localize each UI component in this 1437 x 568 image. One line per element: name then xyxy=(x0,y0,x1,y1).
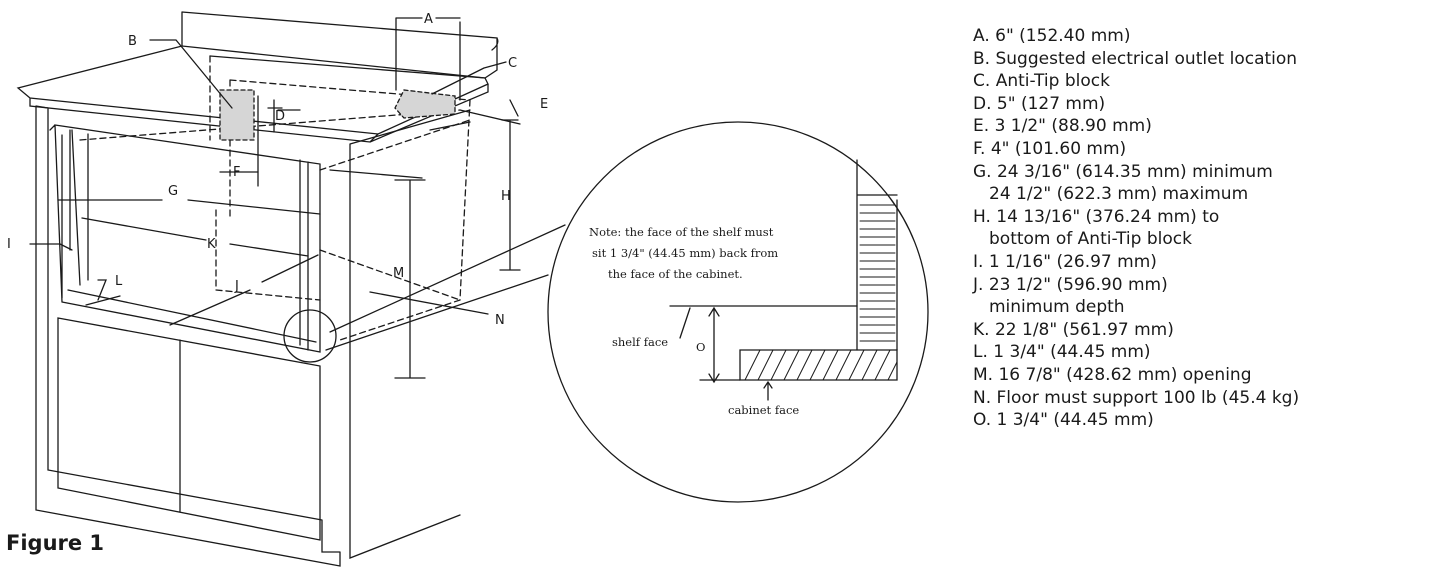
legend-item-h-cont: bottom of Anti-Tip block xyxy=(989,229,1192,250)
legend-item-f: F. 4" (101.60 mm) xyxy=(973,138,1127,159)
callout-i: I xyxy=(7,237,11,252)
hidden-lines xyxy=(79,55,471,341)
legend-item-h: H. 14 13/16" (376.24 mm) to xyxy=(973,206,1220,227)
callout-g: G xyxy=(168,184,178,199)
detail-ring xyxy=(283,309,337,363)
detail-text: Note: the face of the shelf must sit 1 3… xyxy=(589,225,799,417)
wall-hatch xyxy=(859,204,896,342)
legend-item-j-cont: minimum depth xyxy=(989,297,1125,318)
note-line-1: Note: the face of the shelf must xyxy=(589,225,774,239)
installation-diagram: A B C D E F G H I J K L M N Note: the fa… xyxy=(7,11,929,567)
callout-e: E xyxy=(540,97,548,112)
callout-letters: A B C D E F G H I J K L M N xyxy=(7,12,548,328)
detail-view xyxy=(547,121,929,503)
callout-l: L xyxy=(115,274,123,289)
callout-f: F xyxy=(233,165,240,180)
legend-item-o: O. 1 3/4" (44.45 mm) xyxy=(973,410,1154,431)
note-line-3: the face of the cabinet. xyxy=(608,267,743,281)
legend-item-i: I. 1 1/16" (26.97 mm) xyxy=(973,251,1157,272)
legend-item-g: G. 24 3/16" (614.35 mm) minimum xyxy=(973,161,1273,182)
callout-c: C xyxy=(508,56,517,71)
legend-item-a: A. 6" (152.40 mm) xyxy=(973,26,1131,46)
callout-j: J xyxy=(234,279,239,294)
legend-item-c: C. Anti-Tip block xyxy=(973,71,1110,92)
legend-item-n: N. Floor must support 100 lb (45.4 kg) xyxy=(973,387,1300,408)
dimension-legend: A. 6" (152.40 mm) B. Suggested electrica… xyxy=(973,25,1433,432)
legend-item-d: D. 5" (127 mm) xyxy=(973,93,1106,114)
legend-item-g-cont: 24 1/2" (622.3 mm) maximum xyxy=(989,184,1249,205)
cabinet-side xyxy=(349,109,471,559)
dimension-lines xyxy=(29,17,566,379)
detail-circle xyxy=(547,121,929,503)
legend-item-k: K. 22 1/8" (561.97 mm) xyxy=(973,319,1174,340)
callout-d: D xyxy=(275,109,285,124)
callout-a: A xyxy=(424,12,433,27)
legend-item-b: B. Suggested electrical outlet location xyxy=(973,48,1298,69)
callout-b: B xyxy=(128,34,137,49)
cabinet-drawing xyxy=(16,11,499,567)
note-line-2: sit 1 3/4" (44.45 mm) back from xyxy=(592,246,778,260)
backsplash xyxy=(181,11,499,79)
callout-m: M xyxy=(393,266,404,281)
shelf-face-label: shelf face xyxy=(612,335,668,349)
callout-n: N xyxy=(495,313,505,328)
callout-k: K xyxy=(207,237,216,252)
legend-item-e: E. 3 1/2" (88.90 mm) xyxy=(973,116,1152,137)
cabinet-hatch xyxy=(744,349,898,381)
cabinet-face-label: cabinet face xyxy=(728,403,799,417)
outlet-box xyxy=(219,89,255,141)
legend-item-m: M. 16 7/8" (428.62 mm) opening xyxy=(973,364,1252,385)
legend-item-l: L. 1 3/4" (44.45 mm) xyxy=(973,342,1151,363)
cabinet-face xyxy=(35,105,341,567)
figure-title: Figure 1 xyxy=(6,531,105,555)
countertop xyxy=(16,45,489,143)
callout-o: O xyxy=(696,340,705,354)
anti-tip-block xyxy=(394,89,456,119)
legend-item-j: J. 23 1/2" (596.90 mm) xyxy=(973,274,1168,295)
callout-h: H xyxy=(501,189,511,204)
lower-doors xyxy=(57,317,321,541)
